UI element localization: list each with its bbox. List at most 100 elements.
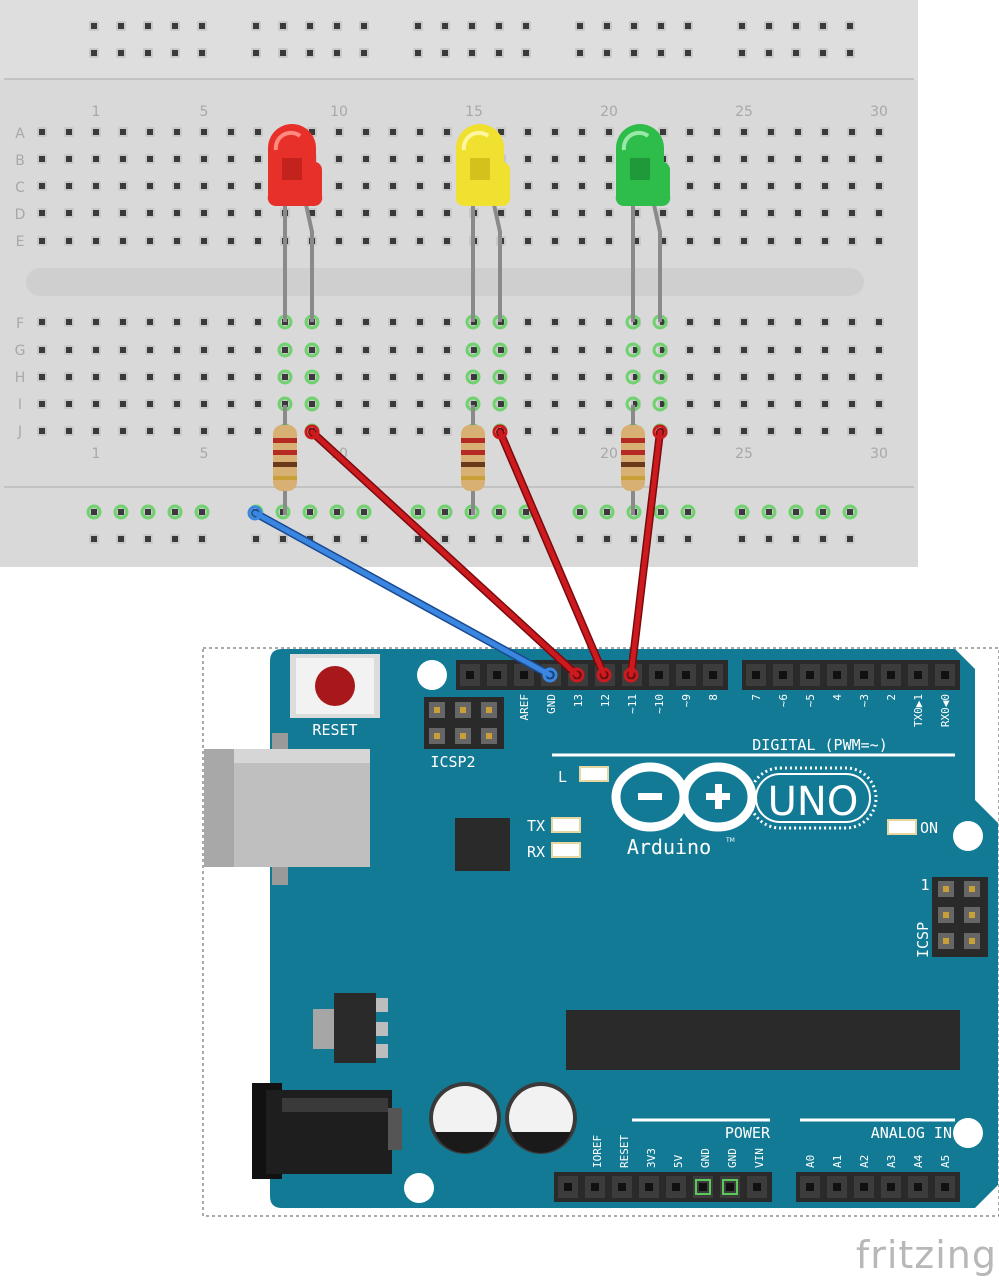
hole xyxy=(253,181,263,191)
connected-hole xyxy=(437,504,453,520)
hole xyxy=(739,181,749,191)
hole xyxy=(37,208,47,218)
red-wire-2[interactable] xyxy=(497,429,607,678)
hole xyxy=(845,21,855,31)
connected-hole xyxy=(465,342,481,358)
connected-hole xyxy=(652,396,668,412)
hole xyxy=(37,372,47,382)
hole xyxy=(334,317,344,327)
hole xyxy=(847,181,857,191)
blue-wire[interactable] xyxy=(252,510,553,678)
yellow-led[interactable] xyxy=(455,124,511,322)
hole xyxy=(874,345,884,355)
hole xyxy=(685,345,695,355)
hole xyxy=(361,372,371,382)
hole xyxy=(118,399,128,409)
hole xyxy=(172,372,182,382)
hole xyxy=(37,127,47,137)
hole xyxy=(629,21,639,31)
connected-hole xyxy=(356,504,372,520)
hole xyxy=(442,127,452,137)
hole xyxy=(91,345,101,355)
connected-hole xyxy=(788,504,804,520)
hole xyxy=(496,208,506,218)
hole xyxy=(253,372,263,382)
center-channel xyxy=(26,268,864,296)
hole xyxy=(764,534,774,544)
row-letters: A B C D E F G H I J xyxy=(15,126,26,440)
row-letter: E xyxy=(16,234,25,250)
resistor-2[interactable] xyxy=(461,405,485,515)
hole xyxy=(683,21,693,31)
resistor-1[interactable] xyxy=(273,405,297,515)
mounting-hole xyxy=(953,1118,983,1148)
hole xyxy=(116,507,126,517)
hole xyxy=(739,127,749,137)
hole xyxy=(496,345,506,355)
pin-label: AREF xyxy=(518,694,531,721)
hole xyxy=(766,181,776,191)
hole xyxy=(739,372,749,382)
hole xyxy=(577,399,587,409)
hole xyxy=(305,507,315,517)
hole xyxy=(37,181,47,191)
hole xyxy=(64,154,74,164)
hole xyxy=(226,399,236,409)
hole xyxy=(521,534,531,544)
hole xyxy=(764,21,774,31)
hole xyxy=(278,534,288,544)
pin-label: A5 xyxy=(939,1155,952,1168)
power-jack xyxy=(252,1083,402,1179)
icsp2-header xyxy=(424,697,504,749)
hole xyxy=(685,399,695,409)
hole xyxy=(116,21,126,31)
red-wire-1[interactable] xyxy=(309,429,580,678)
hole xyxy=(874,372,884,382)
hole xyxy=(604,399,614,409)
hole xyxy=(604,181,614,191)
red-led[interactable] xyxy=(267,124,323,322)
hole xyxy=(442,154,452,164)
hole xyxy=(118,154,128,164)
hole xyxy=(143,534,153,544)
hole xyxy=(766,127,776,137)
column-number: 15 xyxy=(465,104,483,120)
hole xyxy=(523,181,533,191)
hole xyxy=(226,154,236,164)
pin-label: 8 xyxy=(707,694,720,701)
green-led[interactable] xyxy=(615,124,671,322)
hole xyxy=(145,181,155,191)
hole xyxy=(253,426,263,436)
hole xyxy=(820,345,830,355)
hole xyxy=(442,181,452,191)
hole xyxy=(793,399,803,409)
hole xyxy=(550,317,560,327)
hole xyxy=(361,208,371,218)
hole xyxy=(658,208,668,218)
hole xyxy=(766,426,776,436)
hole xyxy=(359,534,369,544)
hole xyxy=(467,534,477,544)
hole xyxy=(496,399,506,409)
hole xyxy=(226,127,236,137)
hole xyxy=(118,236,128,246)
hole xyxy=(334,236,344,246)
selection-box xyxy=(202,647,999,1217)
hole xyxy=(91,372,101,382)
red-wire-3[interactable] xyxy=(628,429,663,678)
hole xyxy=(550,372,560,382)
pin-label: VIN xyxy=(753,1148,766,1168)
hole xyxy=(550,181,560,191)
hole xyxy=(415,399,425,409)
resistor-3[interactable] xyxy=(621,405,645,515)
reset-button[interactable] xyxy=(290,654,380,718)
icsp-pin1-label: 1 xyxy=(920,876,929,894)
hole xyxy=(712,317,722,327)
hole xyxy=(820,154,830,164)
hole xyxy=(523,426,533,436)
hole xyxy=(793,372,803,382)
hole xyxy=(523,372,533,382)
hole xyxy=(388,154,398,164)
hole xyxy=(334,372,344,382)
